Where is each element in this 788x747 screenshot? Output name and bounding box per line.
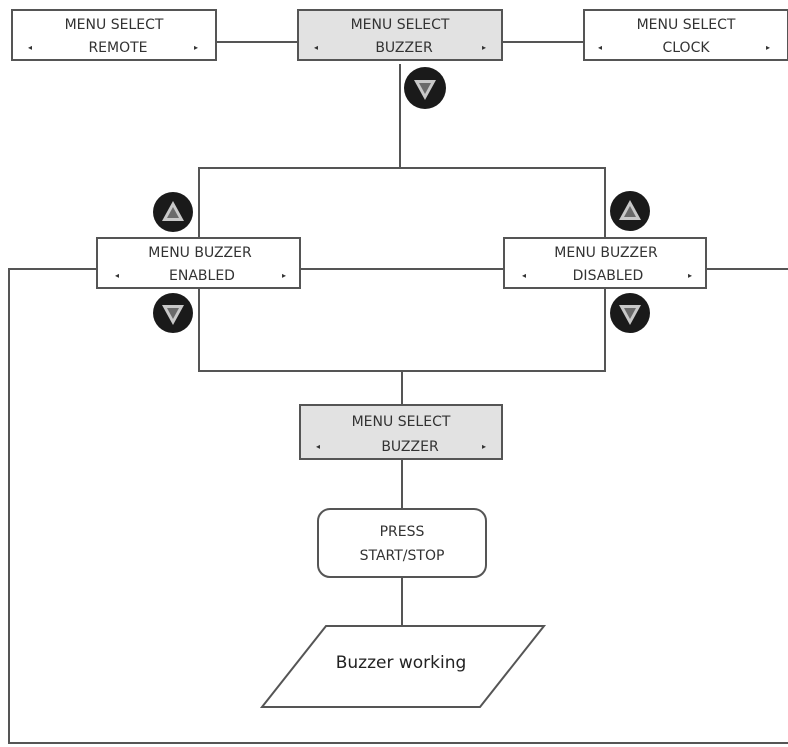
- down-arrow-icon: [610, 293, 650, 333]
- screen-select-remote: MENU SELECT REMOTE ◂ ▸: [11, 9, 217, 61]
- screen-select-buzzer-return: MENU SELECT BUZZER ◂ ▸: [299, 404, 503, 460]
- screen-line-1: MENU SELECT: [352, 414, 451, 430]
- screen-select-buzzer: MENU SELECT BUZZER ◂ ▸: [297, 9, 503, 61]
- screen-line-1: MENU BUZZER: [148, 245, 252, 261]
- down-arrow-icon: [404, 67, 446, 109]
- screen-line-2: REMOTE: [88, 40, 147, 56]
- screen-line-2: DISABLED: [573, 268, 644, 284]
- screen-line-2: BUZZER: [381, 439, 439, 455]
- left-arrow-icon: ◂: [314, 43, 318, 52]
- press-box-line-1: PRESS: [380, 524, 425, 540]
- connector-left-return: [8, 268, 788, 744]
- press-start-stop-box: PRESS START/STOP: [317, 508, 487, 578]
- screen-buzzer-enabled: MENU BUZZER ENABLED ◂ ▸: [96, 237, 301, 289]
- screen-line-1: MENU SELECT: [637, 17, 736, 33]
- screen-select-clock: MENU SELECT CLOCK ◂ ▸: [583, 9, 788, 61]
- left-arrow-icon: ◂: [115, 271, 119, 280]
- right-arrow-icon: ▸: [194, 43, 198, 52]
- left-arrow-icon: ◂: [598, 43, 602, 52]
- right-arrow-icon: ▸: [766, 43, 770, 52]
- left-arrow-icon: ◂: [522, 271, 526, 280]
- screen-line-2: ENABLED: [169, 268, 235, 284]
- right-arrow-icon: ▸: [482, 442, 486, 451]
- output-label: Buzzer working: [336, 653, 467, 673]
- screen-line-1: MENU SELECT: [351, 17, 450, 33]
- up-arrow-icon: [153, 192, 193, 232]
- screen-buzzer-disabled: MENU BUZZER DISABLED ◂ ▸: [503, 237, 707, 289]
- left-arrow-icon: ◂: [28, 43, 32, 52]
- left-arrow-icon: ◂: [316, 442, 320, 451]
- down-arrow-icon: [153, 293, 193, 333]
- screen-line-2: BUZZER: [375, 40, 433, 56]
- right-arrow-icon: ▸: [282, 271, 286, 280]
- screen-line-2: CLOCK: [662, 40, 710, 56]
- output-parallelogram: Buzzer working: [259, 625, 547, 708]
- press-box-line-2: START/STOP: [360, 548, 445, 564]
- up-arrow-icon: [610, 191, 650, 231]
- right-arrow-icon: ▸: [688, 271, 692, 280]
- screen-line-1: MENU SELECT: [65, 17, 164, 33]
- screen-line-1: MENU BUZZER: [554, 245, 658, 261]
- right-arrow-icon: ▸: [482, 43, 486, 52]
